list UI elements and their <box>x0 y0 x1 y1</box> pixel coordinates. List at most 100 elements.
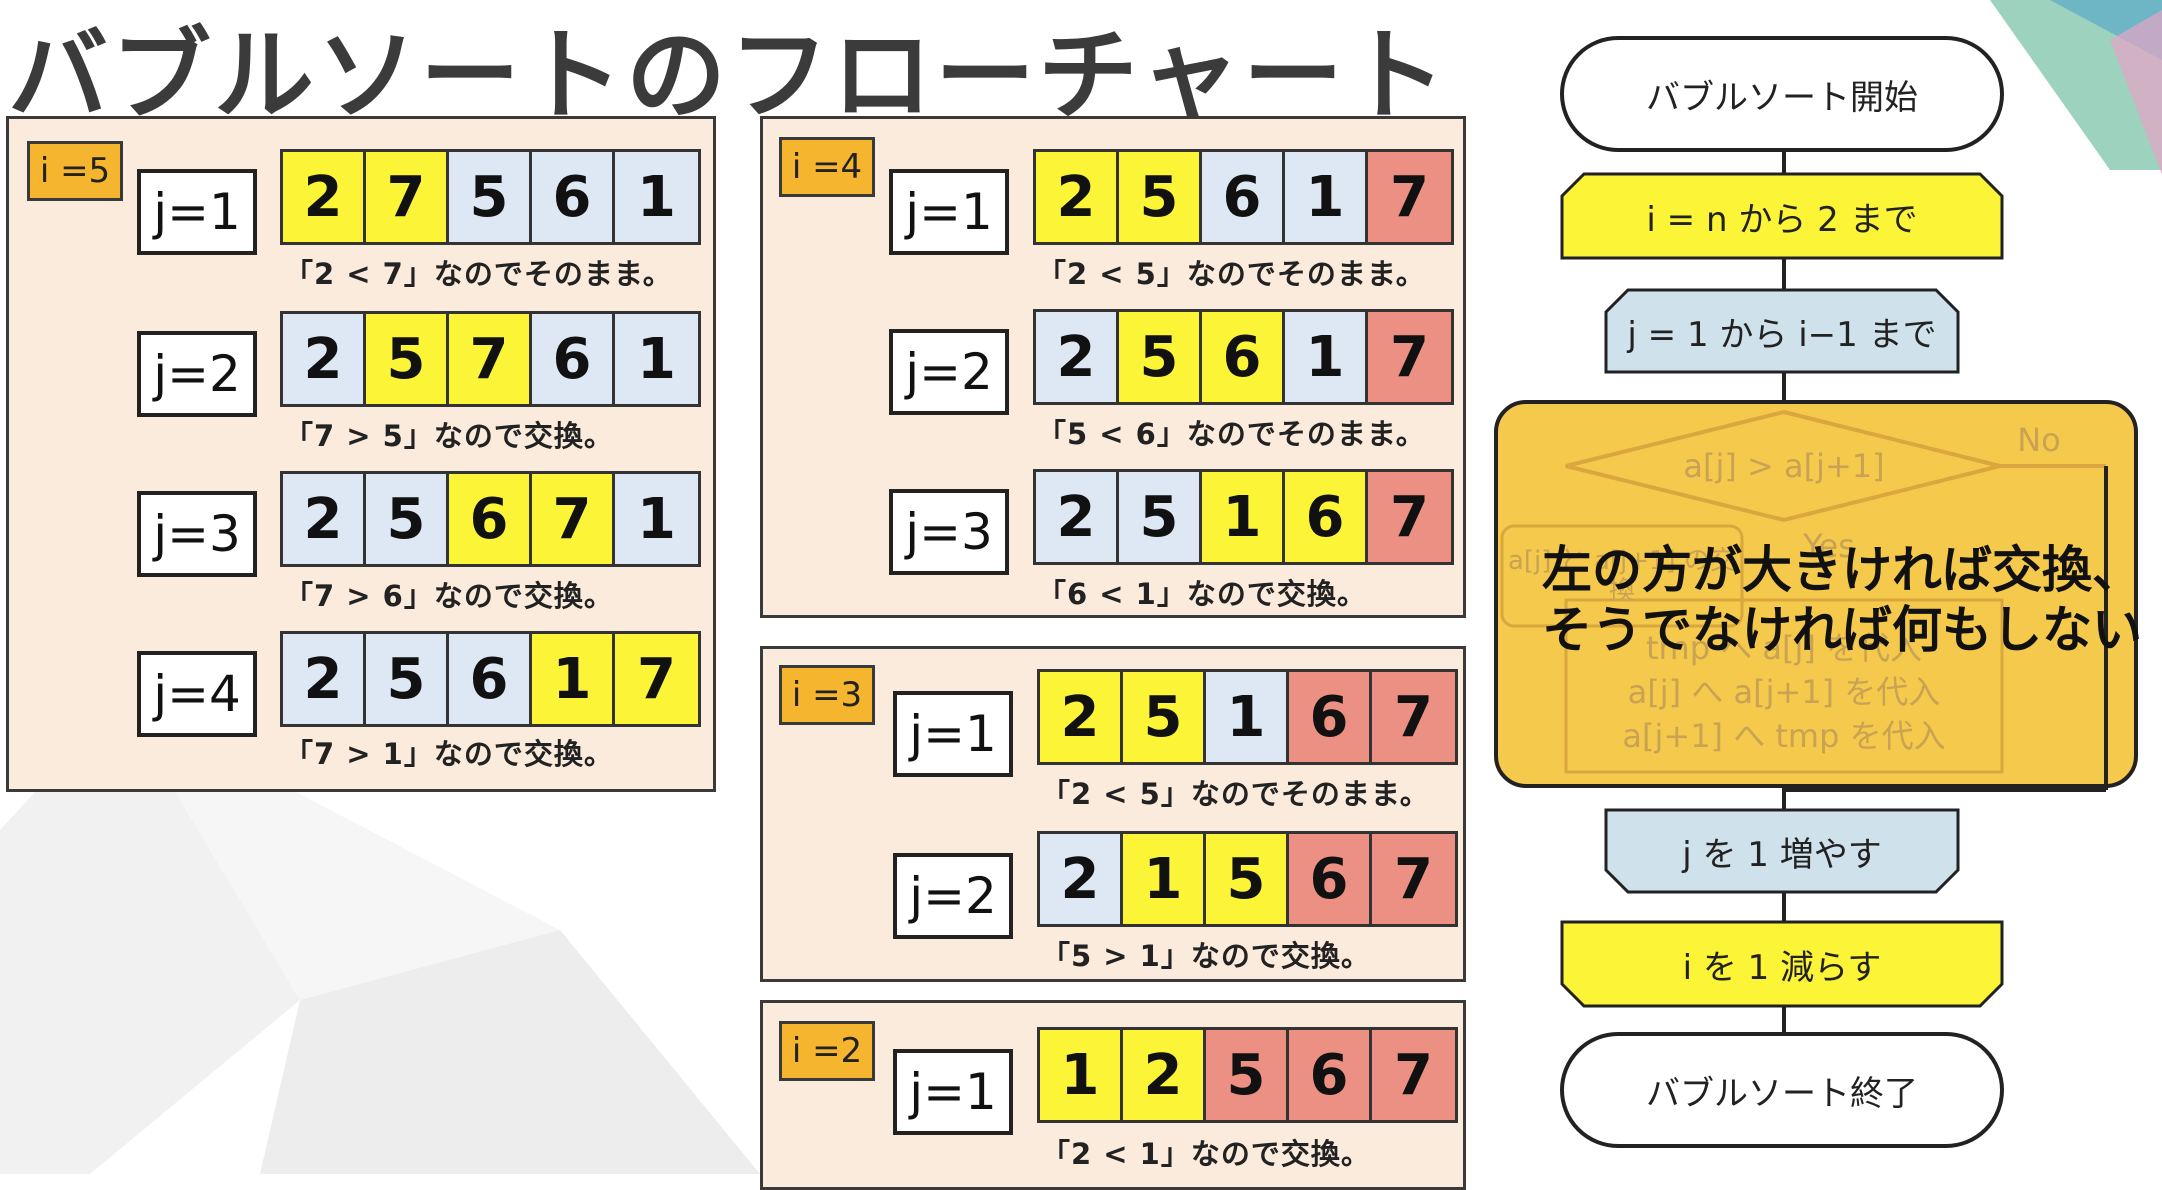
array-cell: 1 <box>615 152 698 242</box>
pass-panel-i5: i =5 j=1 2 7 5 6 1 「2 < 7」なのでそのまま。 j=2 2… <box>6 116 716 792</box>
pass-panel-i2: i =2 j=1 1 2 5 6 7 「2 < 1」なので交換。 <box>760 1000 1466 1190</box>
array-cell: 6 <box>1289 834 1372 924</box>
array-cell: 6 <box>1285 472 1368 562</box>
array-cell: 2 <box>1040 672 1123 762</box>
step-note: 「7 > 1」なので交換。 <box>284 737 614 771</box>
array-cell: 5 <box>366 474 449 564</box>
array-cell: 1 <box>1285 312 1368 402</box>
array-cell: 7 <box>1368 312 1451 402</box>
step-note: 「7 > 5」なので交換。 <box>284 419 614 453</box>
array-cell: 6 <box>532 314 615 404</box>
page-title: バブルソートのフローチャート <box>8 17 1449 134</box>
array-cell: 6 <box>449 474 532 564</box>
array-row: 2 5 1 6 7 <box>1033 469 1454 565</box>
flow-loop-i-start: i = n から 2 まで <box>1646 199 1918 240</box>
explanation-line-2: そうでなければ何もしない <box>1542 601 2142 659</box>
flow-loop-j-start: j = 1 から i−1 まで <box>1627 314 1937 355</box>
step-note: 「2 < 5」なのでそのまま。 <box>1041 777 1430 811</box>
step-note: 「2 < 5」なのでそのまま。 <box>1037 257 1426 291</box>
array-row: 1 2 5 6 7 <box>1037 1027 1458 1123</box>
array-cell: 1 <box>615 474 698 564</box>
i-label: i =5 <box>27 141 123 201</box>
j-label: j=3 <box>137 491 257 577</box>
array-cell: 1 <box>1040 1030 1123 1120</box>
flow-loop-i-end: i を 1 減らす <box>1682 947 1882 988</box>
array-cell: 5 <box>1206 1030 1289 1120</box>
array-cell: 7 <box>1372 1030 1455 1120</box>
step-note: 「6 < 1」なので交換。 <box>1037 577 1367 611</box>
step-note: 「2 < 7」なのでそのまま。 <box>284 257 673 291</box>
array-row: 2 5 6 1 7 <box>1033 309 1454 405</box>
array-cell: 7 <box>449 314 532 404</box>
array-cell: 5 <box>1123 672 1206 762</box>
array-cell: 5 <box>1119 312 1202 402</box>
array-cell: 2 <box>283 634 366 724</box>
j-label: j=1 <box>137 169 257 255</box>
array-cell: 2 <box>1040 834 1123 924</box>
array-cell: 6 <box>1202 312 1285 402</box>
flow-start-node: バブルソート開始 <box>1646 77 1918 118</box>
array-row: 2 7 5 6 1 <box>280 149 701 245</box>
array-cell: 5 <box>366 314 449 404</box>
array-cell: 5 <box>1119 152 1202 242</box>
flow-loop-j-end: j を 1 増やす <box>1682 834 1882 875</box>
step-note: 「7 > 6」なので交換。 <box>284 579 614 613</box>
array-cell: 2 <box>283 152 366 242</box>
step-note: 「5 < 6」なのでそのまま。 <box>1037 417 1426 451</box>
flow-yes-label: Yes <box>1803 527 1855 565</box>
array-cell: 6 <box>449 634 532 724</box>
array-cell: 1 <box>615 314 698 404</box>
array-row: 2 5 6 1 7 <box>1033 149 1454 245</box>
explanation-overlay: 左の方が大きければ交換、 そうでなければ何もしない <box>1542 540 2142 660</box>
flow-no-label: No <box>2017 421 2061 459</box>
array-cell: 1 <box>1123 834 1206 924</box>
array-cell: 1 <box>532 634 615 724</box>
array-cell: 5 <box>366 634 449 724</box>
j-label: j=2 <box>889 329 1009 415</box>
array-cell: 1 <box>1206 672 1289 762</box>
pass-panel-i4: i =4 j=1 2 5 6 1 7 「2 < 5」なのでそのまま。 j=2 2… <box>760 116 1466 618</box>
flow-swap-line-2: a[j] へ a[j+1] を代入 <box>1627 673 1941 711</box>
j-label: j=4 <box>137 651 257 737</box>
i-label: i =4 <box>779 137 875 197</box>
array-cell: 5 <box>449 152 532 242</box>
array-cell: 7 <box>1372 672 1455 762</box>
array-cell: 7 <box>532 474 615 564</box>
i-label: i =3 <box>779 665 875 725</box>
step-note: 「5 > 1」なので交換。 <box>1041 939 1371 973</box>
flow-swap-line-3: a[j+1] へ tmp を代入 <box>1622 717 1946 755</box>
array-cell: 6 <box>1202 152 1285 242</box>
j-label: j=1 <box>893 691 1013 777</box>
array-cell: 1 <box>1285 152 1368 242</box>
array-row: 2 5 6 1 7 <box>280 631 701 727</box>
array-cell: 2 <box>1036 312 1119 402</box>
pass-panel-i3: i =3 j=1 2 5 1 6 7 「2 < 5」なのでそのまま。 j=2 2… <box>760 646 1466 982</box>
array-row: 2 5 6 7 1 <box>280 471 701 567</box>
array-row: 2 5 7 6 1 <box>280 311 701 407</box>
array-cell: 7 <box>366 152 449 242</box>
j-label: j=2 <box>137 331 257 417</box>
array-cell: 6 <box>532 152 615 242</box>
array-cell: 2 <box>283 474 366 564</box>
array-cell: 2 <box>1036 152 1119 242</box>
array-cell: 2 <box>1123 1030 1206 1120</box>
array-cell: 5 <box>1119 472 1202 562</box>
flow-end-node: バブルソート終了 <box>1646 1073 1918 1114</box>
array-cell: 1 <box>1202 472 1285 562</box>
array-cell: 2 <box>283 314 366 404</box>
flow-swap-title: a[j] と a[j+1] の交換 <box>1507 546 1736 606</box>
j-label: j=1 <box>893 1049 1013 1135</box>
j-label: j=3 <box>889 489 1009 575</box>
array-cell: 7 <box>1368 472 1451 562</box>
array-cell: 6 <box>1289 1030 1372 1120</box>
explanation-line-1: 左の方が大きければ交換、 <box>1542 541 2142 599</box>
flow-swap-line-1: tmp へ a[j] を代入 <box>1645 629 1923 667</box>
array-cell: 6 <box>1289 672 1372 762</box>
array-cell: 5 <box>1206 834 1289 924</box>
flow-condition: a[j] > a[j+1] <box>1683 447 1885 485</box>
array-cell: 7 <box>1368 152 1451 242</box>
i-label: i =2 <box>779 1021 875 1081</box>
array-row: 2 1 5 6 7 <box>1037 831 1458 927</box>
j-label: j=2 <box>893 853 1013 939</box>
